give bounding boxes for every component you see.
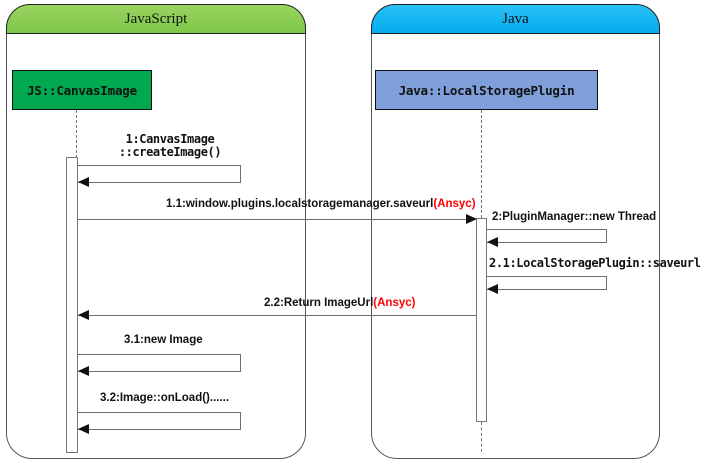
- message-3-2-arrowhead: [78, 424, 89, 434]
- lifeline-dash-js-canvasimage: [76, 110, 77, 158]
- message-1-arrowhead: [78, 177, 89, 187]
- lifeline-label-js-canvasimage: JS::CanvasImage: [27, 82, 137, 98]
- message-label-2-text: 2:PluginManager::new Thread: [492, 211, 657, 223]
- message-label-1-line2: ::createImage(): [118, 145, 222, 159]
- message-label-3-2: 3.2:Image::onLoad()......: [100, 392, 229, 405]
- lifeline-dash-java-localstorageplugin: [481, 110, 482, 218]
- message-label-1-1: 1.1:window.plugins.localstoragemanager.s…: [166, 198, 476, 211]
- message-2-arrow-bend: [606, 229, 607, 242]
- activation-bar-js-canvasimage: [66, 157, 78, 453]
- message-3-2-arrow-out: [78, 412, 241, 413]
- message-label-2-1: 2.1:LocalStoragePlugin::saveurl: [489, 257, 701, 270]
- message-2-1-arrow-back: [487, 289, 607, 290]
- lifeline-dash-java-tail: [481, 422, 482, 452]
- message-2-1-arrow-bend: [606, 276, 607, 289]
- message-1-arrow-bend: [240, 165, 241, 182]
- message-label-2-2: 2.2:Return ImageUrl(Ansyc): [264, 297, 415, 310]
- lifeline-box-js-canvasimage[interactable]: JS::CanvasImage: [12, 70, 152, 110]
- message-2-1-arrow-out: [487, 276, 607, 277]
- message-label-3-2-text: 3.2:Image::onLoad()......: [100, 392, 230, 404]
- message-2-arrowhead: [487, 237, 498, 247]
- message-label-1: 1:CanvasImage ::createImage(): [85, 133, 255, 159]
- message-3-2-arrow-bend: [240, 412, 241, 429]
- message-3-1-arrow-bend: [240, 354, 241, 371]
- message-3-1-arrowhead: [78, 366, 89, 376]
- message-3-1-arrow-back: [78, 371, 241, 372]
- message-1-1-arrowhead: [466, 214, 477, 224]
- swimlane-java-title: Java: [502, 10, 529, 27]
- message-2-1-arrowhead: [487, 284, 498, 294]
- message-label-2: 2:PluginManager::new Thread: [492, 211, 656, 224]
- activation-bar-java-localstorageplugin: [476, 218, 487, 422]
- message-3-1-arrow-out: [78, 354, 241, 355]
- message-1-1-arrow: [78, 219, 470, 220]
- swimlane-java-header: Java: [371, 4, 660, 34]
- message-2-arrow-back: [487, 242, 607, 243]
- lifeline-label-java-localstorageplugin: Java::LocalStoragePlugin: [398, 82, 575, 98]
- message-1-arrow-out: [78, 165, 241, 166]
- message-3-2-arrow-back: [78, 429, 241, 430]
- swimlane-javascript-title: JavaScript: [124, 10, 188, 27]
- message-2-arrow-out: [487, 229, 607, 230]
- message-label-3-1-text: 3.1:new Image: [124, 334, 203, 346]
- lifeline-box-java-localstorageplugin[interactable]: Java::LocalStoragePlugin: [375, 70, 598, 110]
- message-2-2-arrow: [78, 315, 476, 316]
- message-label-1-1-text: 1.1:window.plugins.localstoragemanager.s…: [166, 198, 434, 210]
- message-label-1-line1: 1:CanvasImage: [125, 132, 215, 146]
- message-label-2-2-annotation: (Ansyc): [373, 297, 416, 309]
- swimlane-javascript-header: JavaScript: [6, 4, 306, 34]
- message-1-arrow-back: [78, 182, 241, 183]
- message-label-3-1: 3.1:new Image: [124, 334, 203, 347]
- message-2-2-arrowhead: [78, 310, 89, 320]
- message-label-2-1-text: 2.1:LocalStoragePlugin::saveurl: [489, 256, 701, 270]
- message-label-1-1-annotation: (Ansyc): [433, 198, 476, 210]
- message-label-2-2-text: 2.2:Return ImageUrl: [264, 297, 374, 309]
